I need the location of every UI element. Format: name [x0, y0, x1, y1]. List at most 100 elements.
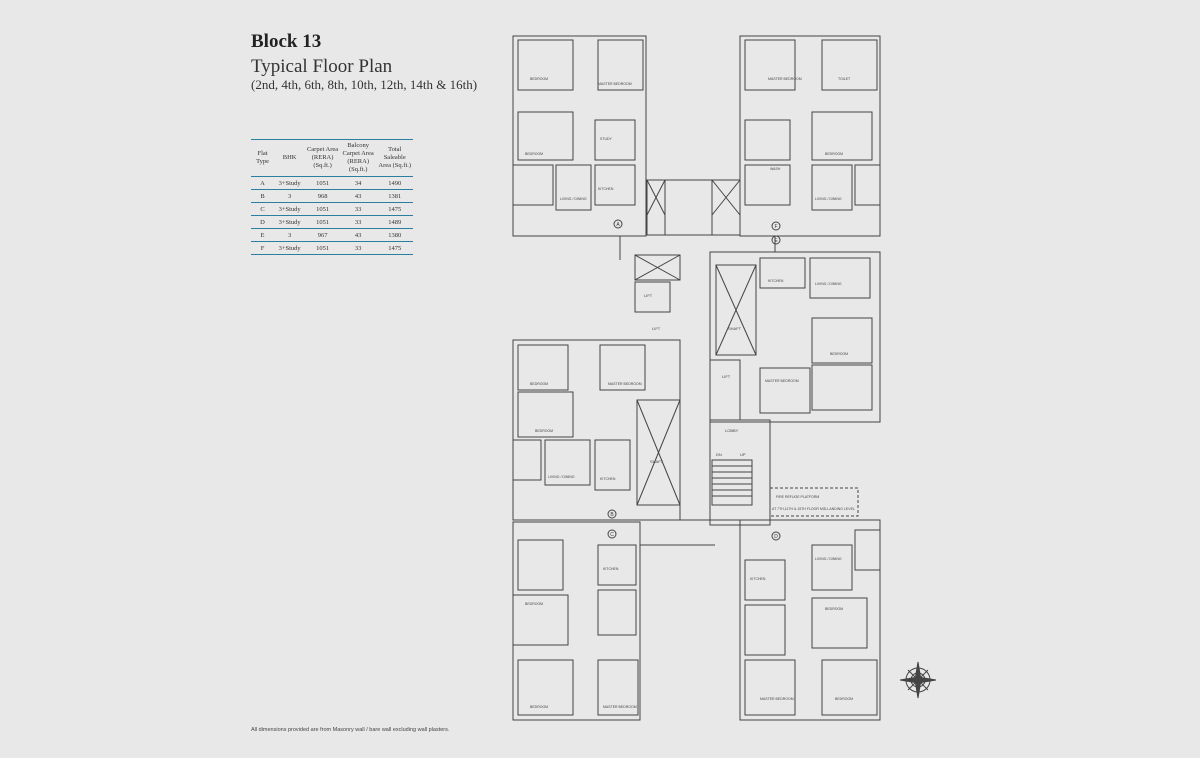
north-compass-icon	[899, 661, 937, 699]
unit-marker	[771, 221, 781, 231]
room-label: KITCHEN	[600, 477, 616, 481]
table-cell: 1490	[376, 176, 413, 190]
table-cell: A	[251, 176, 275, 190]
unit-marker	[771, 235, 781, 245]
unit-marker-label: D	[774, 534, 778, 540]
wing-f-outline	[739, 35, 881, 237]
table-header-row: Flat Type BHK Carpet Area (RERA) (Sq.ft.…	[251, 139, 413, 177]
table-cell: 3	[274, 228, 306, 242]
lift-label: LIFT	[722, 374, 731, 379]
room-label: TOILET	[838, 77, 851, 81]
room-label: MASTER BEDROOM	[598, 82, 632, 86]
room-label: MASTER BEDROOM	[608, 382, 642, 386]
room-label: BEDROOM	[525, 152, 543, 156]
wing-d-outline	[739, 519, 881, 721]
lobby-label: LOBBY	[725, 428, 739, 433]
block-title: Block 13	[251, 31, 322, 52]
room-label: MASTER BEDROOM	[760, 697, 794, 701]
unit-marker	[607, 529, 617, 539]
table-cell: 968	[305, 189, 340, 203]
table-cell: 3	[274, 189, 306, 203]
table-cell: D	[251, 215, 275, 229]
table-cell: 1489	[376, 215, 413, 229]
table-header: Flat Type	[251, 139, 275, 177]
table-cell: 1051	[305, 176, 340, 190]
unit-marker	[607, 509, 617, 519]
unit-area-table: Flat Type BHK Carpet Area (RERA) (Sq.ft.…	[251, 139, 413, 255]
lift-label: LIFT	[644, 293, 653, 298]
table-cell: 1051	[305, 215, 340, 229]
room-label: LIVING / DINING	[815, 282, 842, 286]
table-cell: 3+Study	[274, 202, 306, 216]
room-label: MASTER BEDROOM	[765, 379, 799, 383]
room-label: STUDY	[600, 137, 613, 141]
table-cell: 1381	[376, 189, 413, 203]
dn-label: DN	[716, 452, 722, 457]
room-label: BEDROOM	[530, 382, 548, 386]
table-cell: 34	[339, 176, 377, 190]
floors-subtitle: (2nd, 4th, 6th, 8th, 10th, 12th, 14th & …	[251, 77, 478, 92]
plan-title: Typical Floor Plan	[251, 56, 393, 77]
room-label: MASTER BEDROOM	[603, 705, 637, 709]
table-cell: 33	[339, 202, 377, 216]
room-label: BEDROOM	[525, 602, 543, 606]
table-cell: F	[251, 241, 275, 255]
shaft-label: SHAFT	[650, 459, 664, 464]
room-label: KITCHEN	[768, 279, 784, 283]
table-cell: 967	[305, 228, 340, 242]
room-label: BEDROOM	[530, 705, 548, 709]
table-cell: 3+Study	[274, 176, 306, 190]
table-header: Total Saleable Area (Sq.ft.)	[376, 139, 413, 177]
refuge-label: FIRE REFUGE PLATFORM	[776, 495, 819, 499]
wing-e-outline	[709, 251, 881, 423]
lift-label: LIFT	[652, 326, 661, 331]
table-header: BHK	[274, 139, 306, 177]
room-label: MASTER BEDROOM	[768, 77, 802, 81]
room-label: LIVING / DINING	[815, 197, 842, 201]
table-cell: E	[251, 228, 275, 242]
unit-marker	[613, 219, 623, 229]
room-label: KITCHEN	[598, 187, 614, 191]
table-cell: 1051	[305, 241, 340, 255]
room-label: LIVING / DINING	[560, 197, 587, 201]
unit-marker-label: A	[616, 222, 620, 228]
unit-marker-label: C	[610, 532, 614, 538]
table-cell: 43	[339, 189, 377, 203]
table-cell: 1475	[376, 241, 413, 255]
table-cell: 1475	[376, 202, 413, 216]
wing-a-outline	[512, 35, 647, 237]
room-label: LIVING / DINING	[815, 557, 842, 561]
unit-marker-label: E	[774, 238, 778, 244]
dimension-note: All dimensions provided are from Masonry…	[251, 727, 450, 733]
refuge-platform	[769, 487, 859, 517]
room-label: KITCHEN	[603, 567, 619, 571]
table-header: Balcony Carpet Area (RERA) (Sq.ft.)	[339, 139, 377, 177]
room-label: KITCHEN	[750, 577, 766, 581]
up-label: UP	[740, 452, 746, 457]
unit-marker	[771, 531, 781, 541]
table-cell: 1380	[376, 228, 413, 242]
shaft-label: SHAFT	[728, 326, 742, 331]
table-cell: 43	[339, 228, 377, 242]
room-label: BEDROOM	[835, 697, 853, 701]
table-cell: 1051	[305, 202, 340, 216]
room-label: BEDROOM	[830, 352, 848, 356]
room-label: LIVING / DINING	[548, 475, 575, 479]
table-cell: 33	[339, 215, 377, 229]
shaft	[634, 254, 681, 281]
room-label: BEDROOM	[825, 607, 843, 611]
room-label: BEDROOM	[530, 77, 548, 81]
unit-marker-label: F	[774, 224, 777, 230]
table-cell: 3+Study	[274, 215, 306, 229]
refuge-sub-label: AT 7TH,11TH & 15TH FLOOR MID-LANDING LEV…	[772, 507, 855, 511]
table-header: Carpet Area (RERA) (Sq.ft.)	[305, 139, 340, 177]
